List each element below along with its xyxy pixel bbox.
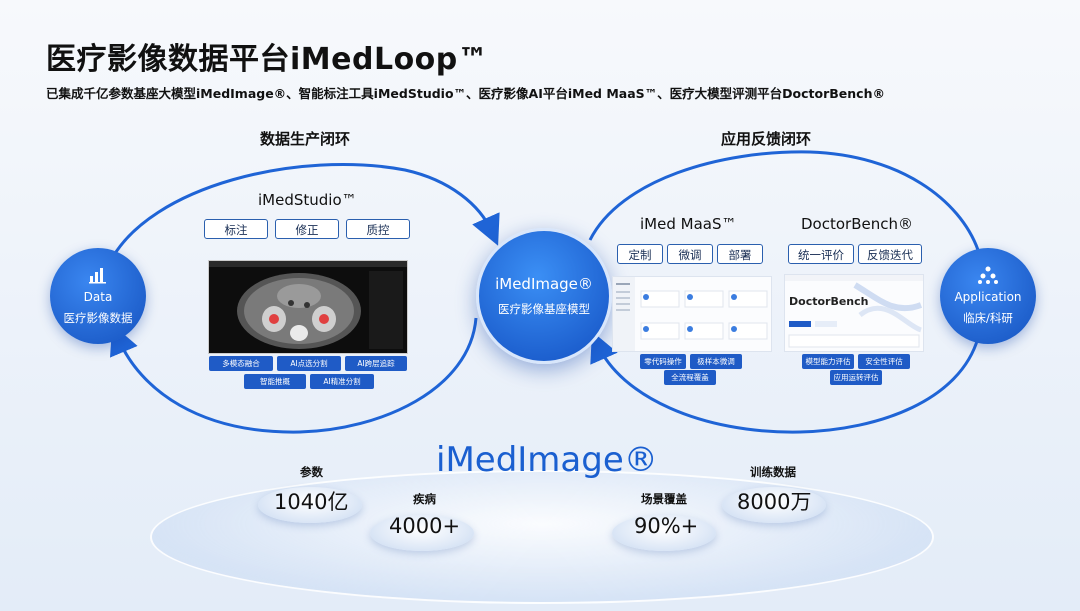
studio-chip-annotate: 标注 — [204, 219, 268, 239]
studio-tag-inference: 智能推概 — [244, 374, 306, 389]
stat-value-diseases: 4000+ — [389, 514, 461, 538]
stat-label-diseases: 疾病 — [413, 492, 436, 506]
data-node-sublabel: 医疗影像数据 — [63, 311, 133, 325]
stat-value-coverage: 90%+ — [634, 514, 699, 538]
stat-pill-coverage — [612, 515, 716, 551]
studio-chip-qc: 质控 — [346, 219, 410, 239]
application-node-sublabel: 临床/科研 — [963, 311, 1013, 325]
ct-scan-screenshot — [208, 260, 408, 354]
bench-chip-feedback: 反馈迭代 — [858, 244, 922, 264]
left-loop-label: 数据生产闭环 — [260, 130, 351, 148]
bench-title: DoctorBench® — [801, 215, 913, 233]
center-node-sublabel: 医疗影像基座模型 — [498, 302, 590, 316]
right-loop-bottom-arrow — [590, 331, 980, 434]
right-loop-label: 应用反馈闭环 — [721, 130, 812, 148]
network-icon — [940, 266, 1036, 286]
stat-value-training-data: 8000万 — [737, 490, 812, 514]
bench-screenshot: DoctorBench — [784, 274, 924, 352]
center-node-label: iMedImage® — [495, 275, 593, 293]
page-subtitle: 已集成千亿参数基座大模型iMedImage®、智能标注工具iMedStudio™… — [46, 86, 885, 101]
studio-title: iMedStudio™ — [258, 191, 357, 209]
studio-tag-multimodal: 多模态融合 — [209, 356, 273, 371]
stat-label-training-data: 训练数据 — [750, 465, 796, 479]
stat-pill-diseases — [370, 515, 474, 551]
studio-tag-precise-seg: AI精准分割 — [310, 374, 374, 389]
left-loop-bottom-arrow — [110, 317, 478, 434]
maas-tag-zero-code: 零代码操作 — [640, 354, 686, 369]
studio-tag-point-seg: AI点选分割 — [277, 356, 341, 371]
data-node-label: Data — [83, 290, 113, 304]
right-loop-top-arc — [588, 150, 980, 251]
stat-label-params: 参数 — [300, 465, 323, 479]
maas-screenshot — [612, 276, 772, 352]
stat-pill-params — [258, 487, 362, 523]
center-node: iMedImage® 医疗影像基座模型 — [476, 228, 612, 364]
maas-title: iMed MaaS™ — [640, 215, 737, 233]
left-loop-top-arrow — [108, 163, 500, 263]
stats-brand: iMedImage® — [436, 440, 658, 480]
maas-chip-customize: 定制 — [617, 244, 663, 264]
stat-pill-training-data — [722, 487, 826, 523]
studio-tag-tracking: AI跨层追踪 — [345, 356, 407, 371]
application-node: Application 临床/科研 — [940, 248, 1036, 344]
bench-tag-safety: 安全性评估 — [858, 354, 910, 369]
maas-tag-full-process: 全流程覆盖 — [664, 370, 716, 385]
stat-value-params: 1040亿 — [274, 490, 349, 514]
data-node: Data 医疗影像数据 — [50, 248, 146, 344]
bench-screenshot-heading: DoctorBench — [789, 295, 869, 308]
bar-chart-icon — [50, 266, 146, 286]
maas-tag-few-shot: 极样本微调 — [690, 354, 742, 369]
bench-chip-unified-eval: 统一评价 — [788, 244, 854, 264]
stage-platform — [150, 470, 934, 604]
maas-chip-finetune: 微调 — [667, 244, 713, 264]
bench-tag-capability: 模型能力评估 — [802, 354, 854, 369]
page-title: 医疗影像数据平台iMedLoop™ — [46, 42, 489, 77]
stat-label-coverage: 场景覆盖 — [641, 492, 687, 506]
application-node-label: Application — [954, 290, 1022, 304]
studio-chip-correct: 修正 — [275, 219, 339, 239]
bench-tag-operation: 应用运转评估 — [830, 370, 882, 385]
maas-chip-deploy: 部署 — [717, 244, 763, 264]
